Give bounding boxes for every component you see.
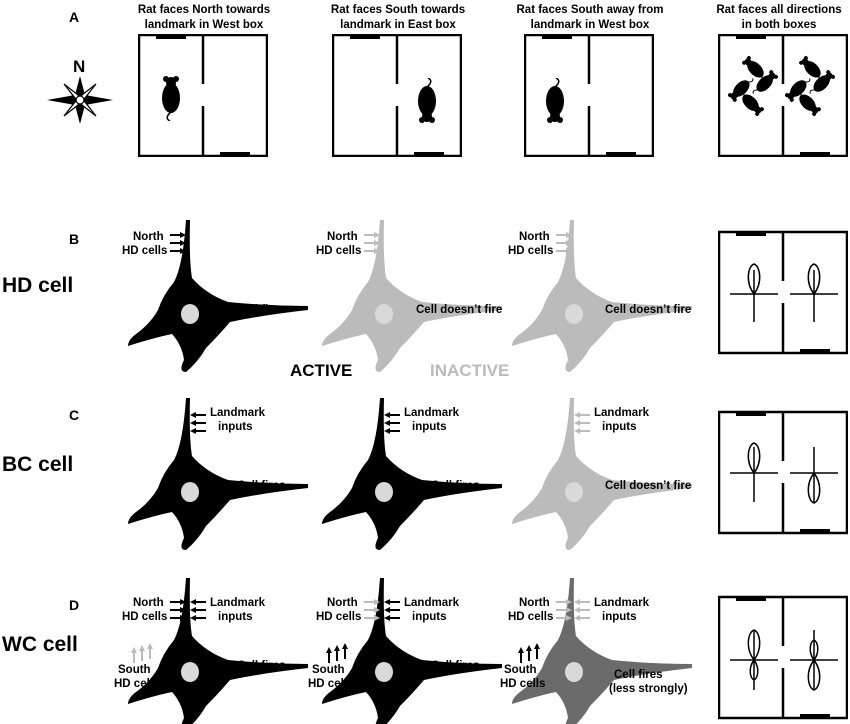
row-a-title-2b: landmark in East box [340, 19, 456, 31]
cell-type-label-hd: HD cell [2, 274, 73, 297]
outcome-label: Cell fires [431, 660, 480, 672]
landmark-label: Landmark [404, 597, 460, 609]
rat-facing-north-icon [161, 76, 181, 121]
landmark-arrows-icon [574, 599, 590, 621]
inputs-label: inputs [602, 611, 637, 623]
bc-polar-plot-icon [730, 442, 838, 504]
wc-polar-plot-icon [730, 629, 838, 691]
landmark-arrows-icon [384, 599, 400, 621]
outcome-label: Cell fires [237, 304, 286, 316]
north-label: North [519, 597, 550, 609]
input-arrows-icon [170, 232, 186, 254]
south-input-arrows-icon [131, 643, 153, 663]
landmark-arrows-icon [384, 412, 400, 434]
outcome-label: Cell fires [614, 669, 663, 681]
input-arrows-icon [170, 599, 186, 621]
row-a-title-1b: landmark in West box [145, 19, 264, 31]
south-input-arrows-icon [518, 643, 540, 663]
hd-cells-label: HD cells [508, 611, 553, 623]
outcome-label: Cell fires [237, 660, 286, 672]
inputs-label: inputs [412, 611, 447, 623]
hd-cells-label: HD cells [122, 245, 167, 257]
rat-facing-south-icon [417, 78, 437, 123]
cell-type-label-bc: BC cell [2, 453, 73, 476]
input-arrows-icon [556, 232, 572, 254]
south-input-arrows-icon [326, 643, 348, 663]
row-a-title-4b: in both boxes [742, 19, 817, 31]
outcome-label: Cell fires [237, 480, 286, 492]
compass-north-label: N [73, 57, 85, 76]
north-label: North [519, 231, 550, 243]
outcome-label: (less strongly) [609, 683, 688, 695]
row-a-title-3b: landmark in West box [531, 19, 650, 31]
rats-all-directions-icon [726, 54, 837, 118]
north-label: North [327, 231, 358, 243]
north-label: North [327, 597, 358, 609]
panel-letter-a: A [69, 9, 79, 25]
panel-letter-d: D [69, 597, 79, 613]
input-arrows-icon [364, 599, 380, 621]
hd-polar-plot-icon [730, 263, 838, 322]
rat-facing-south-icon [545, 78, 565, 123]
hd-cells-label: HD cells [508, 245, 553, 257]
row-a-title-1a: Rat faces North towards [138, 4, 270, 16]
row-a-title-3a: Rat faces South away from [517, 4, 664, 16]
landmark-label: Landmark [594, 597, 650, 609]
hd-cells-label: HD cells [316, 611, 361, 623]
wc-tuning-box [718, 595, 848, 720]
landmark-arrows-icon [574, 412, 590, 434]
north-label: North [133, 231, 164, 243]
legend-inactive: INACTIVE [430, 361, 509, 380]
panel-letter-c: C [69, 407, 79, 423]
input-arrows-icon [364, 232, 380, 254]
input-arrows-icon [556, 599, 572, 621]
hd-tuning-box [718, 230, 848, 355]
south-label: South [312, 664, 345, 676]
two-box-arena [138, 34, 268, 157]
outcome-label: Cell fires [431, 480, 480, 492]
inputs-label: inputs [412, 421, 447, 433]
landmark-arrows-icon [190, 412, 206, 434]
hd-cells-label: HD cells [114, 678, 159, 690]
landmark-label: Landmark [594, 407, 650, 419]
landmark-label: Landmark [210, 407, 266, 419]
inputs-label: inputs [218, 421, 253, 433]
landmark-label: Landmark [404, 407, 460, 419]
panel-letter-b: B [69, 231, 79, 247]
south-label: South [504, 664, 537, 676]
hd-cells-label: HD cells [308, 678, 353, 690]
outcome-label: Cell doesn’t fire [605, 304, 691, 316]
outcome-label: Cell doesn’t fire [605, 480, 691, 492]
inputs-label: inputs [218, 611, 253, 623]
legend-active: ACTIVE [290, 361, 352, 380]
two-box-arena [332, 34, 462, 157]
compass-rose-icon [47, 76, 113, 124]
row-a-title-4a: Rat faces all directions [716, 4, 841, 16]
hd-cells-label: HD cells [500, 678, 545, 690]
hd-cells-label: HD cells [316, 245, 361, 257]
south-label: South [118, 664, 151, 676]
landmark-arrows-icon [190, 599, 206, 621]
north-label: North [133, 597, 164, 609]
row-a-title-2a: Rat faces South towards [331, 4, 465, 16]
two-box-arena [524, 34, 654, 157]
cell-type-label-wc: WC cell [2, 633, 78, 656]
hd-cells-label: HD cells [122, 611, 167, 623]
outcome-label: Cell doesn’t fire [416, 304, 502, 316]
inputs-label: inputs [602, 421, 637, 433]
landmark-label: Landmark [210, 597, 266, 609]
